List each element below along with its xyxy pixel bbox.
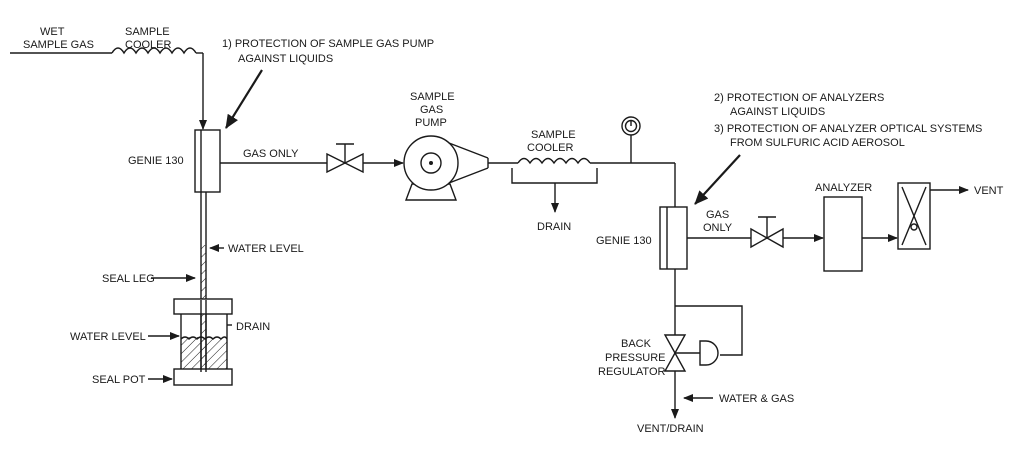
sample-cooler-1-label-1: SAMPLE — [125, 26, 170, 38]
bpr-label-3: REGULATOR — [598, 366, 665, 378]
seal-pot — [173, 298, 233, 386]
sample-gas-pump — [403, 135, 489, 201]
wet-sample-gas-label-2: SAMPLE GAS — [23, 39, 94, 51]
needle-valve-2 — [750, 216, 784, 249]
back-pressure-regulator — [663, 334, 719, 372]
analyzer-label: ANALYZER — [815, 182, 872, 194]
genie-130-label-2: GENIE 130 — [596, 235, 652, 247]
water-and-gas-label: WATER & GAS — [719, 393, 794, 405]
drain-seal-pot-label: DRAIN — [236, 321, 270, 333]
flowmeter — [897, 182, 931, 250]
bpr-label-2: PRESSURE — [605, 352, 666, 364]
seal-leg-label: SEAL LEG — [102, 273, 155, 285]
bpr-label-1: BACK — [621, 338, 652, 350]
drain-cooler-label: DRAIN — [537, 221, 571, 233]
sample-cooler-1-label-2: COOLER — [125, 39, 172, 51]
pump-label-1: SAMPLE — [410, 91, 455, 103]
note-2-line-2: AGAINST LIQUIDS — [730, 106, 825, 118]
note-1-arrow — [225, 69, 263, 129]
inlet-line — [10, 47, 207, 130]
pump-label-3: PUMP — [415, 117, 447, 129]
note-1-line-1: 1) PROTECTION OF SAMPLE GAS PUMP — [222, 38, 434, 50]
genie-130-filter-2 — [659, 206, 688, 270]
vent-drain-label: VENT/DRAIN — [637, 423, 704, 435]
gas-only-label-2a: GAS — [706, 209, 729, 221]
water-level-top-label: WATER LEVEL — [228, 243, 304, 255]
sample-cooler-2 — [511, 157, 598, 213]
note-1-line-2: AGAINST LIQUIDS — [238, 53, 333, 65]
genie-130-label-1: GENIE 130 — [128, 155, 184, 167]
note-2-line-1: 2) PROTECTION OF ANALYZERS — [714, 92, 884, 104]
seal-pot-label: SEAL POT — [92, 374, 146, 386]
gas-only-label-2b: ONLY — [703, 222, 733, 234]
gas-only-label-1: GAS ONLY — [243, 148, 299, 160]
note-2-3-arrow — [694, 154, 741, 205]
pressure-gauge — [621, 116, 641, 163]
water-level-pot-label: WATER LEVEL — [70, 331, 146, 343]
genie-130-filter-1 — [194, 129, 221, 193]
note-3-line-1: 3) PROTECTION OF ANALYZER OPTICAL SYSTEM… — [714, 123, 982, 135]
pump-label-2: GAS — [420, 104, 443, 116]
sample-cooler-2-label-1: SAMPLE — [531, 129, 576, 141]
note-3-line-2: FROM SULFURIC ACID AEROSOL — [730, 137, 905, 149]
wet-sample-gas-label-1: WET — [40, 26, 65, 38]
analyzer-box — [823, 196, 863, 272]
needle-valve-1 — [326, 143, 364, 174]
sample-cooler-2-label-2: COOLER — [527, 142, 574, 154]
vent-label: VENT — [974, 185, 1004, 197]
